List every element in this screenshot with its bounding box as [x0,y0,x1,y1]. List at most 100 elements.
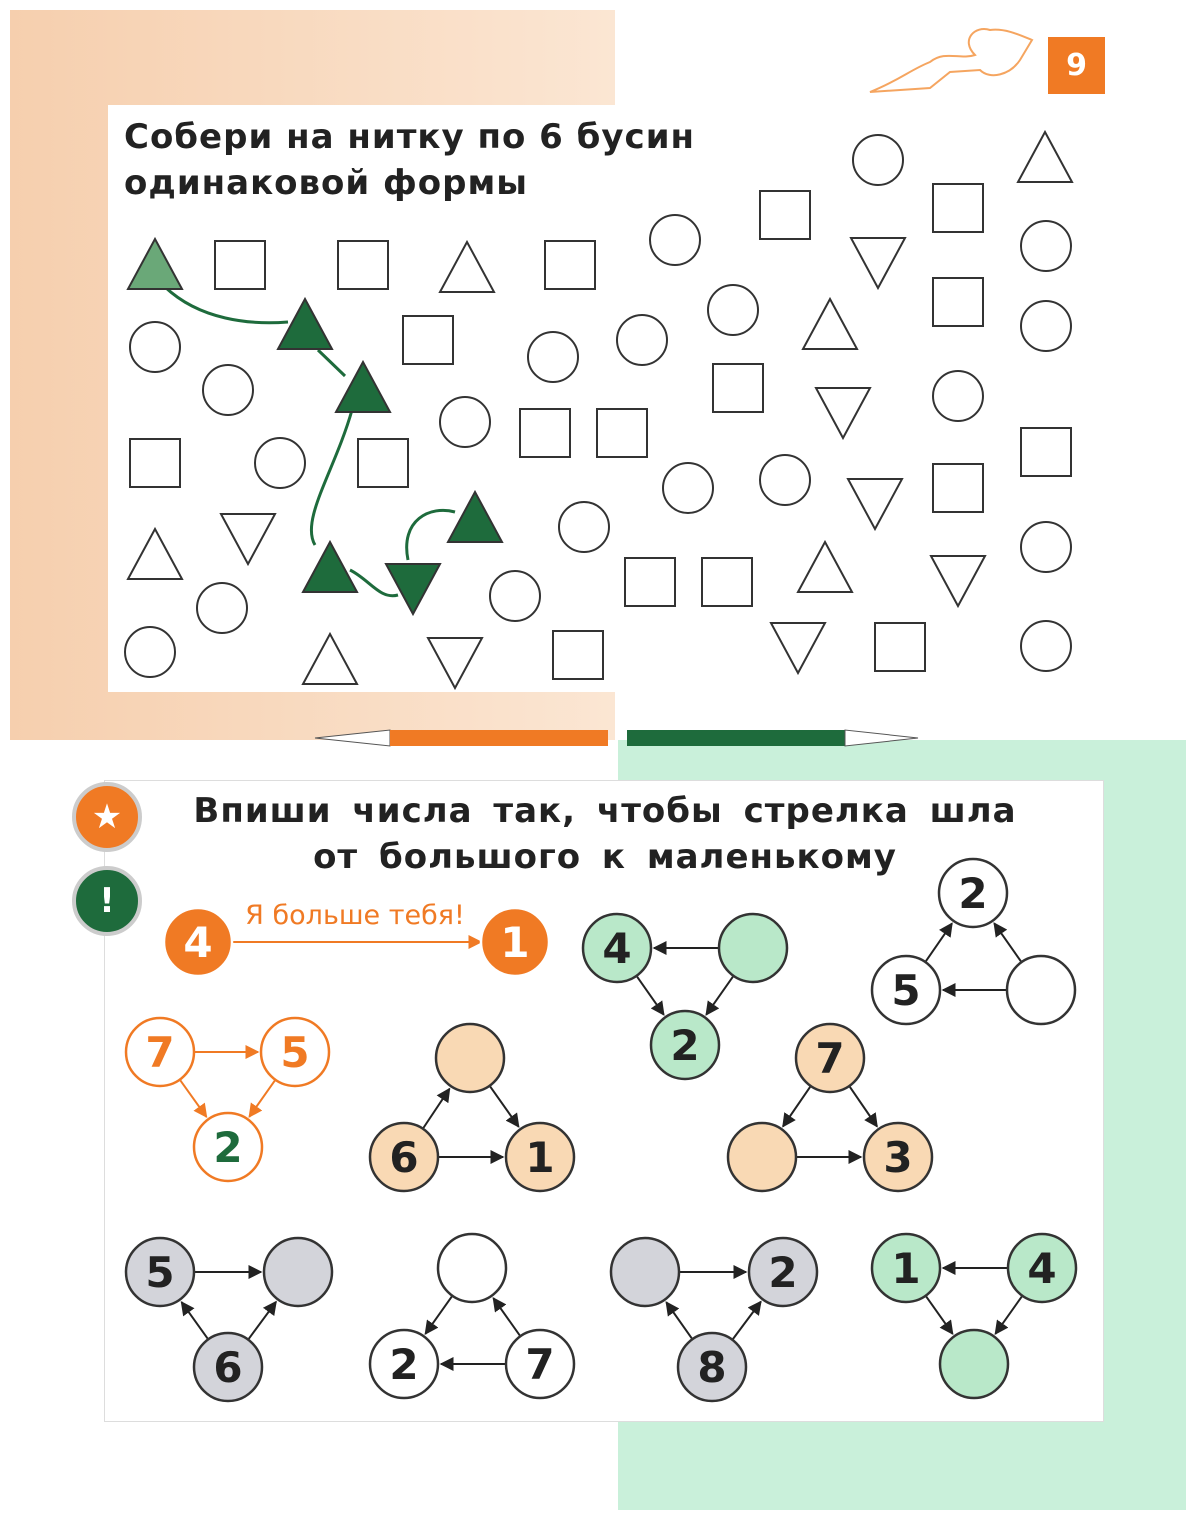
number: 2 [670,1021,699,1070]
arrow [247,1300,277,1340]
circle [581,912,653,984]
number-circle: 7 [504,1328,576,1400]
arrow [489,1086,520,1128]
circle [870,954,942,1026]
circle [726,1121,798,1193]
inverted-triangle-bead [219,513,277,567]
circle-bead [649,214,701,266]
circle-bead [662,462,714,514]
number-circle: 4 [1006,1232,1078,1304]
circle-bead [124,626,176,678]
number-circle: 2 [192,1111,264,1183]
circle [717,912,789,984]
number-circle: 3 [862,1121,934,1193]
circle [794,1022,866,1094]
number-circle: 1 [870,1232,942,1304]
inverted-triangle-bead [769,622,827,676]
circle [162,906,234,978]
arrow [424,1295,453,1335]
numbers-task-title: Впиши числа так, чтобы стрелка шла от бо… [150,788,1060,880]
number: 1 [500,918,529,967]
number-circle [262,1236,334,1308]
number: 5 [280,1028,309,1077]
arrow [993,922,1022,962]
square-bead [357,438,409,488]
number: 2 [389,1340,418,1389]
arrow [732,1300,762,1340]
beads-task-card [108,105,1105,692]
number: 4 [183,918,212,967]
number: 5 [145,1248,174,1297]
title-line: от большого к маленькому [313,837,897,877]
circle [747,1236,819,1308]
beads-task-title: Собери на нитку по 6 бусин одинаковой фо… [124,114,695,206]
square-bead [337,240,389,290]
circle-bead [439,396,491,448]
pencil-tip [314,729,391,747]
arrow [248,1080,276,1118]
number-circle [717,912,789,984]
circle [192,1111,264,1183]
circle-bead [527,331,579,383]
number-circle: 2 [368,1328,440,1400]
square-bead [932,183,984,233]
arrow [179,1079,208,1119]
number-circle: 2 [649,1009,721,1081]
number-circle: 2 [747,1236,819,1308]
square-bead [932,277,984,327]
triangle-bead [301,631,359,685]
inverted-triangle-bead [426,637,484,691]
number-circle: 8 [676,1331,748,1403]
circle [649,1009,721,1081]
arrow [925,1295,954,1335]
square-bead [1020,427,1072,477]
number-circle [938,1328,1010,1400]
number: 6 [213,1343,242,1392]
number-circle: 2 [937,857,1009,929]
circle-bead [1020,620,1072,672]
circle-bead [759,454,811,506]
inverted-triangle-bead [849,237,907,291]
circle-bead [558,501,610,553]
number-circle [726,1121,798,1193]
threaded-triangle-bead [334,359,392,413]
square-bead [214,240,266,290]
circle [938,1328,1010,1400]
arrow [636,976,665,1016]
circle [192,1331,264,1403]
number-circle: 7 [124,1016,196,1088]
arrow [180,1300,209,1340]
number: 2 [768,1248,797,1297]
number: 1 [891,1244,920,1293]
circle [504,1121,576,1193]
circle [124,1236,196,1308]
circle-bead [254,437,306,489]
arrow [492,1297,521,1337]
number-circle [609,1236,681,1308]
circle-bead [1020,300,1072,352]
circle [870,1232,942,1304]
arrow [848,1086,878,1128]
exclamation-icon: ! [72,866,142,936]
arrow [925,922,953,962]
circle-bead [1020,220,1072,272]
number-circle [434,1022,506,1094]
square-bead [596,408,648,458]
title-line: Собери на нитку по 6 бусин [124,117,696,157]
arrow [422,1087,451,1129]
threaded-triangle-bead [126,236,184,290]
square-bead [129,438,181,488]
circle [124,1016,196,1088]
arrow [994,1295,1023,1335]
arrow [705,976,734,1016]
number: 6 [389,1133,418,1182]
circle [862,1121,934,1193]
number: 2 [958,869,987,918]
number: 7 [145,1028,174,1077]
mouse-drawing [869,28,1034,93]
circle [504,1328,576,1400]
number-circle: 6 [192,1331,264,1403]
number: 2 [213,1123,242,1172]
number: 7 [815,1034,844,1083]
